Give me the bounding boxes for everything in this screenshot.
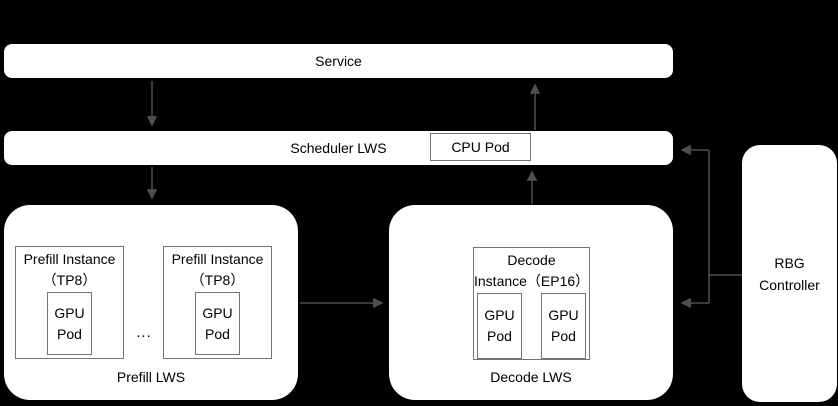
decode-instance-title-line2: Instance（EP16） [474, 273, 590, 289]
gpu-pod-label-line2: Pod [57, 325, 82, 342]
rbg-controller-label-line1: RBG [774, 254, 805, 271]
cpu-pod-label: CPU Pod [451, 139, 510, 155]
scheduler-lws-node: Scheduler LWS CPU Pod [4, 131, 673, 165]
gpu-pod-node: GPU Pod [195, 292, 240, 355]
decode-lws-label: Decode LWS [490, 369, 572, 385]
decode-lws-node: Decode Instance（EP16） GPU Pod GPU Pod De… [389, 205, 673, 400]
gpu-pod-label-line1: GPU [548, 307, 579, 323]
gpu-pod-label-line1: GPU [484, 307, 515, 323]
decode-instance-title-line1: Decode [507, 252, 556, 268]
gpu-pod-node: GPU Pod [47, 292, 92, 355]
more-instances-ellipsis: ... [136, 324, 152, 341]
gpu-pod-label-line1: GPU [54, 304, 85, 321]
prefill-instance-title: Prefill Instance [171, 251, 264, 267]
decode-instance: Decode Instance（EP16） GPU Pod GPU Pod [473, 247, 590, 360]
gpu-pod-node: GPU Pod [477, 293, 522, 359]
prefill-instance-subtitle: （TP8） [190, 272, 245, 288]
prefill-instance: Prefill Instance （TP8） GPU Pod [15, 246, 124, 359]
gpu-pod-label-line2: Pod [551, 328, 576, 344]
prefill-instance: Prefill Instance （TP8） GPU Pod [163, 246, 272, 359]
rbg-controller-label-line2: Controller [759, 276, 820, 293]
prefill-instance-subtitle: （TP8） [42, 272, 97, 288]
gpu-pod-node: GPU Pod [541, 293, 586, 359]
service-label: Service [315, 53, 362, 69]
decode-gpu-pods: GPU Pod GPU Pod [474, 293, 589, 359]
gpu-pod-label-line1: GPU [202, 304, 233, 321]
prefill-instance-title: Prefill Instance [23, 251, 116, 267]
service-node: Service [4, 44, 673, 78]
scheduler-lws-label: Scheduler LWS [290, 140, 387, 156]
rbg-controller-node: RBG Controller [742, 145, 837, 402]
gpu-pod-label-line2: Pod [487, 328, 512, 344]
cpu-pod-node: CPU Pod [430, 133, 531, 161]
gpu-pod-label-line2: Pod [205, 325, 230, 342]
prefill-lws-node: Prefill Instance （TP8） GPU Pod ... Prefi… [4, 205, 298, 400]
prefill-lws-label: Prefill LWS [116, 369, 186, 385]
